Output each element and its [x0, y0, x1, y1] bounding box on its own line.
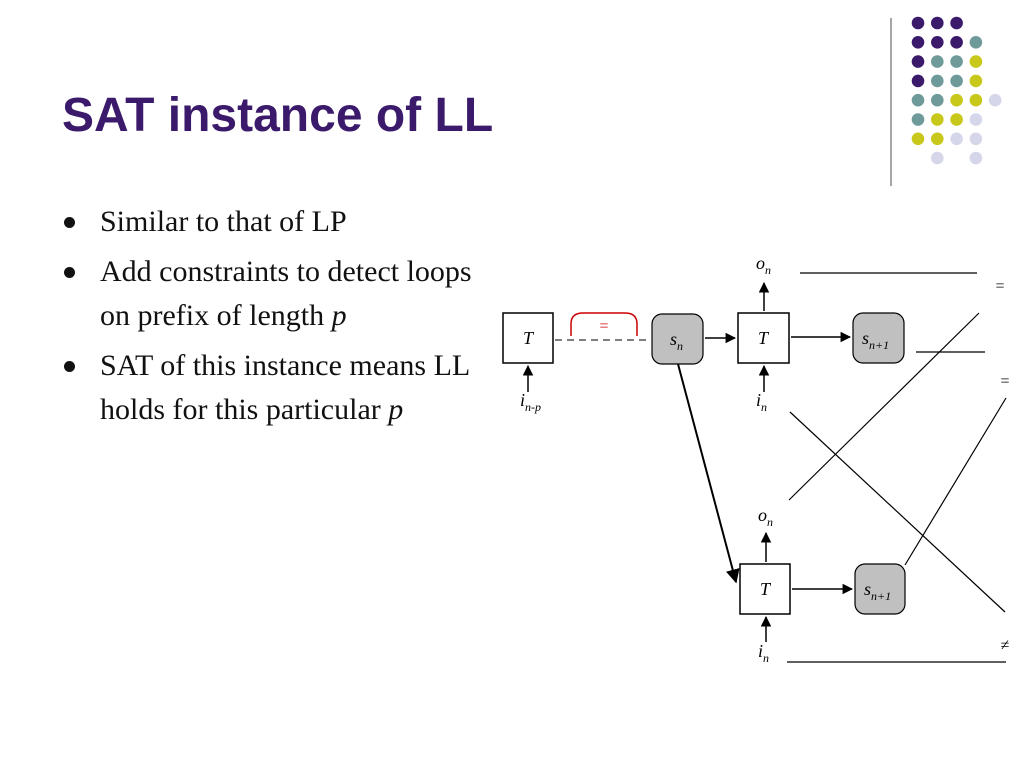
transition-box-upper	[737, 312, 790, 364]
decorative-dot	[950, 132, 963, 146]
state-to-lower-transition-arrow	[677, 363, 740, 584]
transition-box-lower	[739, 563, 791, 615]
decorative-dot	[911, 132, 925, 146]
decorative-dot	[911, 93, 925, 107]
decorative-dot	[911, 74, 925, 88]
decorative-dot	[969, 113, 983, 126]
decorative-dot	[988, 93, 1002, 107]
decorative-dot	[931, 74, 944, 88]
state-label: sn	[670, 329, 683, 353]
decorative-dot	[950, 16, 963, 30]
state-node	[651, 313, 704, 365]
decorative-dot	[911, 55, 925, 68]
bullet-item: Add constraints to detect loops on prefi…	[64, 250, 500, 338]
decorative-dot	[969, 55, 983, 68]
decorative-dot	[950, 113, 963, 126]
transition-label: T	[523, 328, 535, 348]
transition-box-prefix	[502, 312, 554, 364]
transition-label: T	[760, 579, 772, 599]
output-label-lower: on	[758, 505, 773, 529]
output-label-upper: on	[756, 253, 771, 277]
decorative-dot	[969, 132, 983, 146]
bullet-list: Similar to that of LP Add constraints to…	[64, 200, 500, 438]
bullet-icon	[64, 267, 75, 278]
decorative-dot	[931, 55, 944, 68]
decorative-dot	[931, 93, 944, 107]
decorative-dot	[911, 113, 925, 126]
decorative-dot	[931, 132, 944, 146]
not-equals-label: ≠	[1001, 637, 1010, 654]
next-state-node-lower	[854, 563, 906, 615]
decorative-dot	[950, 74, 963, 88]
bullet-item: Similar to that of LP	[64, 200, 500, 244]
decorative-dot	[969, 36, 983, 49]
input-label-upper: in	[756, 390, 767, 414]
equality-highlight-arc	[570, 312, 638, 336]
decorative-dot	[931, 16, 944, 30]
slide-title: SAT instance of LL	[62, 89, 494, 142]
decorative-dot	[950, 36, 963, 49]
input-label-prefix: in-p	[520, 390, 541, 414]
decorative-dot	[911, 16, 925, 30]
bullet-icon	[64, 361, 75, 372]
equals-label: =	[995, 278, 1004, 295]
decorative-dot	[931, 36, 944, 49]
bullet-icon	[64, 217, 75, 228]
equals-label: =	[1000, 373, 1009, 390]
decorative-dot	[911, 36, 925, 49]
decorative-dot	[969, 93, 983, 107]
transition-label: T	[758, 328, 770, 348]
input-label-lower: in	[758, 641, 769, 665]
comparison-line	[788, 312, 980, 501]
decorative-dot	[931, 113, 944, 126]
comparison-line	[904, 397, 1007, 566]
next-state-node-upper	[852, 312, 905, 364]
decorative-dot	[969, 74, 983, 88]
decorative-dot	[950, 93, 963, 107]
decorative-dot	[931, 151, 944, 165]
next-state-label: sn+1	[862, 328, 889, 352]
decorative-dot	[969, 151, 983, 165]
bullet-item: SAT of this instance means LL holds for …	[64, 344, 500, 432]
equality-highlight-label: =	[599, 318, 608, 335]
next-state-label: sn+1	[864, 579, 891, 603]
decorative-dot	[950, 55, 963, 68]
comparison-line	[789, 411, 1006, 613]
